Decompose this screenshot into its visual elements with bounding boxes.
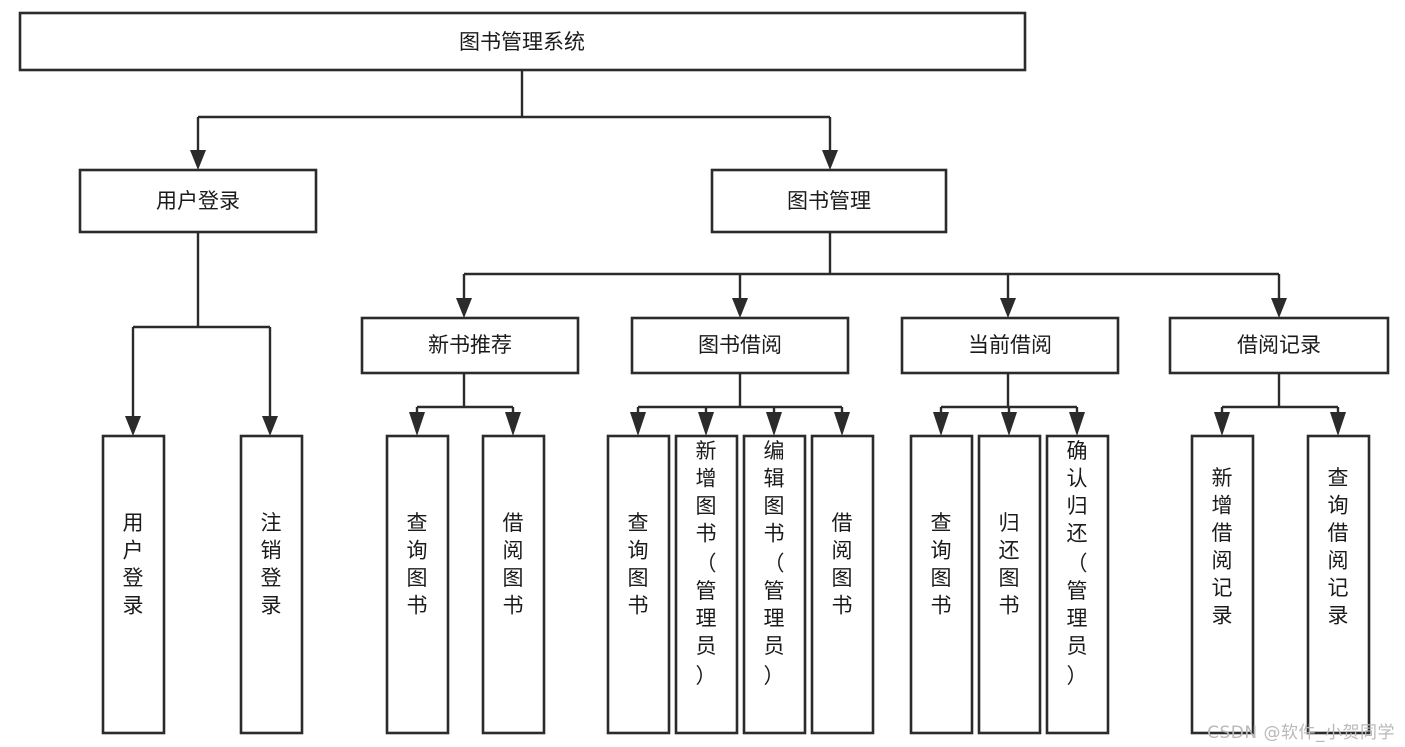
arrow-head-current-borrow bbox=[1000, 298, 1016, 318]
node-leaf-add-book-label: 新增图书（管理员） bbox=[696, 439, 717, 688]
node-leaf-confirm-return-label: 确认归还（管理员） bbox=[1067, 439, 1088, 688]
arrow-head-leaf-add-book bbox=[698, 412, 714, 436]
node-user-login-label: 用户登录 bbox=[156, 189, 240, 213]
node-leaf-query-book-1-box[interactable] bbox=[385, 434, 450, 735]
node-leaf-borrow-book-1-box[interactable] bbox=[481, 434, 546, 735]
arrow-head-leaf-add-record bbox=[1214, 412, 1230, 436]
node-book-borrow-box[interactable] bbox=[630, 316, 850, 375]
arrow-head-leaf-user-login bbox=[125, 416, 141, 436]
node-book-manage-box[interactable] bbox=[710, 168, 948, 234]
arrow-head-leaf-borrow-book-2 bbox=[834, 412, 850, 436]
node-leaf-add-record-label: 新增借阅记录 bbox=[1212, 466, 1233, 628]
node-leaf-borrow-book-2-box[interactable] bbox=[810, 434, 875, 735]
node-leaf-edit-book-box[interactable] bbox=[742, 434, 807, 735]
arrow-head-leaf-borrow-book-1 bbox=[505, 412, 521, 436]
node-leaf-query-book-3-box[interactable] bbox=[909, 434, 974, 735]
node-leaf-query-book-2-label: 查询图书 bbox=[628, 511, 649, 618]
node-leaf-edit-book[interactable]: 编辑图书（管理员） bbox=[742, 434, 807, 735]
node-book-manage[interactable]: 图书管理 bbox=[710, 168, 948, 234]
arrow-head-leaf-query-book-2 bbox=[630, 412, 646, 436]
node-leaf-add-book-box[interactable] bbox=[674, 434, 739, 735]
arrow-head-leaf-query-book-3 bbox=[933, 412, 949, 436]
arrow-head-book-borrow bbox=[732, 298, 748, 318]
node-borrow-record[interactable]: 借阅记录 bbox=[1168, 316, 1390, 375]
arrow-head-leaf-edit-book bbox=[766, 412, 782, 436]
node-new-book-rec[interactable]: 新书推荐 bbox=[360, 316, 580, 375]
arrow-head-borrow-record bbox=[1271, 298, 1287, 318]
node-borrow-record-box[interactable] bbox=[1168, 316, 1390, 375]
node-leaf-add-record-box[interactable] bbox=[1190, 434, 1255, 735]
node-leaf-query-record-label: 查询借阅记录 bbox=[1328, 466, 1349, 628]
node-leaf-borrow-book-2[interactable]: 借阅图书 bbox=[810, 434, 875, 735]
node-leaf-query-record-box[interactable] bbox=[1306, 434, 1371, 735]
node-root-box[interactable] bbox=[18, 11, 1027, 72]
node-leaf-logout-label: 注销登录 bbox=[261, 511, 282, 618]
node-current-borrow-label: 当前借阅 bbox=[968, 333, 1052, 357]
node-book-manage-label: 图书管理 bbox=[787, 189, 871, 213]
node-leaf-query-book-3[interactable]: 查询图书 bbox=[909, 434, 974, 735]
node-current-borrow-box[interactable] bbox=[900, 316, 1120, 375]
connector-layer bbox=[125, 70, 1346, 436]
node-leaf-query-book-2[interactable]: 查询图书 bbox=[606, 434, 671, 735]
node-leaf-return-book[interactable]: 归还图书 bbox=[977, 434, 1042, 735]
node-leaf-confirm-return[interactable]: 确认归还（管理员） bbox=[1045, 434, 1110, 735]
node-borrow-record-label: 借阅记录 bbox=[1237, 333, 1321, 357]
node-book-borrow-label: 图书借阅 bbox=[698, 333, 782, 357]
node-leaf-user-login-label: 用户登录 bbox=[123, 511, 144, 618]
arrow-head-book-manage bbox=[822, 150, 838, 170]
node-new-book-rec-label: 新书推荐 bbox=[428, 333, 512, 357]
arrow-head-user-login bbox=[190, 150, 206, 170]
node-leaf-logout[interactable]: 注销登录 bbox=[239, 434, 304, 735]
arrow-head-new-book-rec bbox=[456, 298, 472, 318]
node-leaf-add-record[interactable]: 新增借阅记录 bbox=[1190, 434, 1255, 735]
node-leaf-confirm-return-box[interactable] bbox=[1045, 434, 1110, 735]
node-leaf-return-book-label: 归还图书 bbox=[999, 511, 1020, 618]
arrow-head-leaf-confirm-return bbox=[1069, 412, 1085, 436]
node-leaf-borrow-book-1-label: 借阅图书 bbox=[503, 511, 524, 618]
node-leaf-query-record[interactable]: 查询借阅记录 bbox=[1306, 434, 1371, 735]
node-leaf-query-book-1[interactable]: 查询图书 bbox=[385, 434, 450, 735]
node-leaf-user-login-box[interactable] bbox=[101, 434, 166, 735]
node-leaf-query-book-1-label: 查询图书 bbox=[407, 511, 428, 618]
node-root-label: 图书管理系统 bbox=[459, 30, 585, 54]
node-leaf-borrow-book-2-label: 借阅图书 bbox=[832, 511, 853, 618]
node-user-login-box[interactable] bbox=[78, 168, 318, 234]
arrow-head-leaf-logout bbox=[262, 416, 278, 436]
node-current-borrow[interactable]: 当前借阅 bbox=[900, 316, 1120, 375]
arrow-head-leaf-return-book bbox=[1001, 412, 1017, 436]
node-leaf-edit-book-label: 编辑图书（管理员） bbox=[764, 439, 785, 688]
node-user-login[interactable]: 用户登录 bbox=[78, 168, 318, 234]
node-book-borrow[interactable]: 图书借阅 bbox=[630, 316, 850, 375]
node-new-book-rec-box[interactable] bbox=[360, 316, 580, 375]
node-leaf-query-book-2-box[interactable] bbox=[606, 434, 671, 735]
arrow-head-leaf-query-book-1 bbox=[409, 412, 425, 436]
node-root[interactable]: 图书管理系统 bbox=[18, 11, 1027, 72]
arrow-head-leaf-query-record bbox=[1330, 412, 1346, 436]
node-leaf-add-book[interactable]: 新增图书（管理员） bbox=[674, 434, 739, 735]
node-leaf-return-book-box[interactable] bbox=[977, 434, 1042, 735]
node-leaf-user-login[interactable]: 用户登录 bbox=[101, 434, 166, 735]
node-leaf-query-book-3-label: 查询图书 bbox=[931, 511, 952, 618]
node-leaf-borrow-book-1[interactable]: 借阅图书 bbox=[481, 434, 546, 735]
node-leaf-logout-box[interactable] bbox=[239, 434, 304, 735]
csdn-watermark: CSDN @软件_小贺同学 bbox=[1207, 723, 1395, 743]
